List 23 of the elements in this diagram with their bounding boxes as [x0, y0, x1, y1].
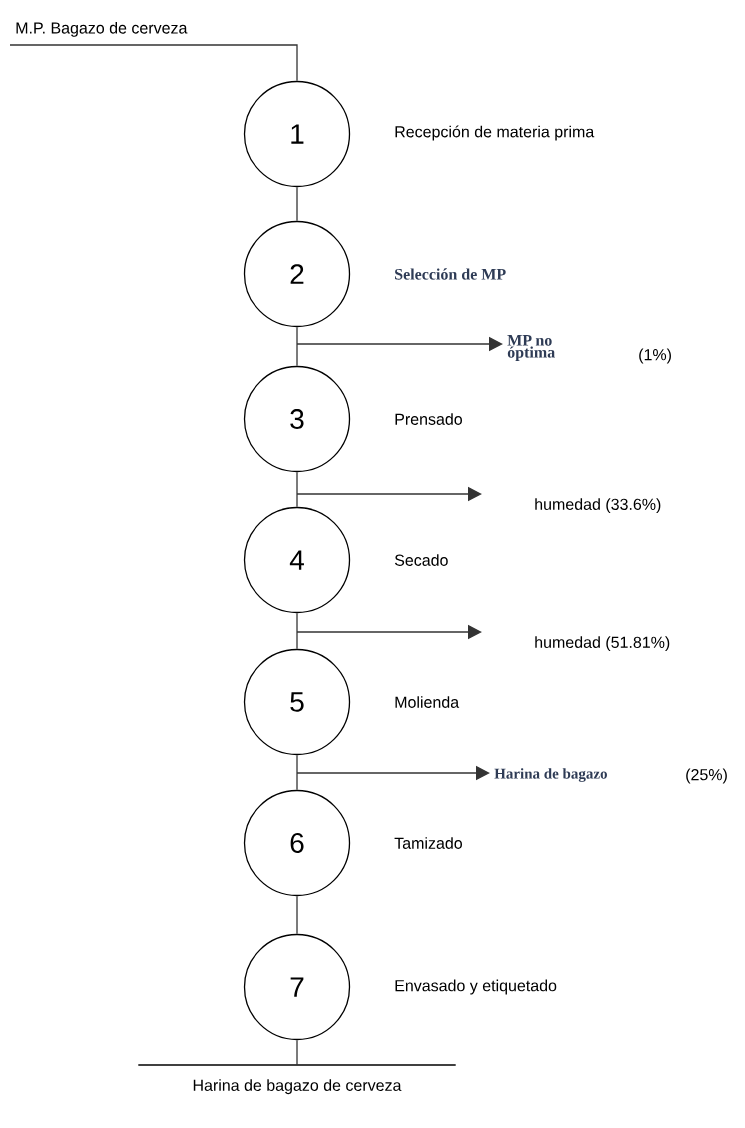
step-label: Tamizado	[394, 837, 462, 849]
flow-line	[296, 326, 298, 367]
input-label: M.P. Bagazo de cerveza	[16, 21, 188, 37]
output-label: Harina de bagazo	[494, 768, 607, 782]
flow-line	[296, 754, 298, 791]
flow-line	[296, 895, 298, 935]
step-label: Molienda	[395, 696, 460, 708]
flow-line	[296, 612, 298, 650]
step-label: Selección de MP	[395, 268, 506, 280]
flow-line	[296, 1039, 298, 1066]
output-label: humedad (51.81%)	[535, 636, 670, 652]
step-label: Recepción de materia prima	[395, 125, 595, 141]
step-label: Prensado	[395, 413, 462, 425]
percentage-label: (25%)	[686, 768, 727, 784]
output-label: MP no óptima	[507, 335, 555, 361]
output-label: humedad (33.6%)	[535, 498, 661, 514]
flow-line	[296, 186, 298, 222]
percentage-label: (1%)	[639, 348, 671, 364]
flow-line	[296, 471, 298, 508]
product-label: Harina de bagazo de cerveza	[137, 1064, 457, 1095]
step-label: Secado	[394, 554, 448, 566]
step-label: Envasado y etiquetado	[395, 979, 557, 995]
flow-line	[9, 44, 298, 82]
